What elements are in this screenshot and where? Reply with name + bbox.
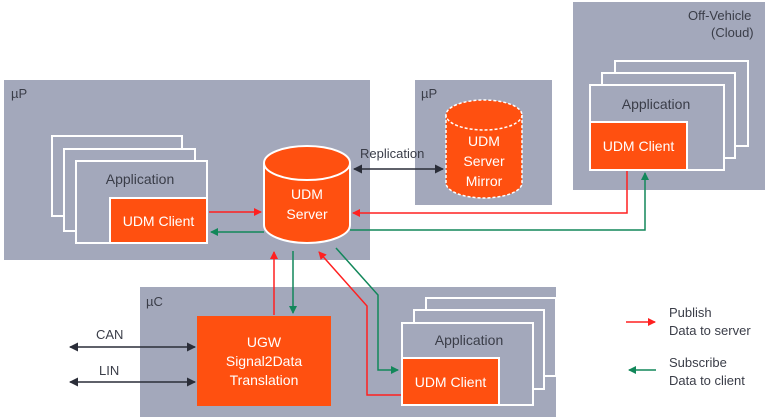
can-label: CAN	[96, 327, 124, 342]
udm-server-cylinder[interactable]	[263, 145, 351, 244]
ugw-signal2data-box[interactable]: UGW Signal2Data Translation	[197, 316, 331, 406]
udm-server-label: UDM Server	[264, 184, 350, 224]
ugw-line-1: UGW	[246, 333, 282, 350]
region-up-main-label: µP	[11, 86, 28, 101]
udm-mirror-top	[445, 99, 523, 131]
region-uc-label: µC	[146, 294, 163, 309]
udm-server-line-1: UDM	[291, 186, 323, 202]
ugw-line-3: Translation	[229, 371, 299, 388]
udm-mirror-label: UDM Server Mirror	[446, 131, 522, 191]
subscribe-arrow-cloud-client	[350, 172, 649, 231]
legend-subscribe-line-2: Data to client	[669, 373, 745, 388]
udm-mirror-body	[445, 115, 523, 199]
app-cloud-label: Application	[621, 96, 691, 112]
app-uc-label: Application	[434, 332, 504, 348]
legend-publish-line-2: Data to server	[669, 323, 751, 338]
legend-subscribe-line-1: Subscribe	[669, 355, 727, 370]
subscribe-arrow-uc-client	[335, 247, 399, 374]
region-up-mirror-label: µP	[421, 86, 438, 101]
legend-publish-line-1: Publish	[669, 305, 712, 320]
replication-label: Replication	[360, 146, 425, 161]
ugw-line-2: Signal2Data	[225, 352, 303, 369]
udm-mirror-cylinder[interactable]	[445, 99, 523, 199]
udm-server-line-2: Server	[286, 206, 328, 222]
app-left-label: Application	[105, 171, 175, 187]
publish-arrow-uc-client	[318, 251, 401, 396]
publish-arrow-cloud-client	[352, 171, 628, 217]
lin-label: LIN	[99, 363, 120, 378]
app-cloud-udm-client[interactable]: UDM Client	[589, 121, 688, 171]
app-uc-udm-client[interactable]: UDM Client	[401, 357, 500, 406]
udm-server-body	[263, 163, 351, 244]
udm-server-top	[263, 145, 351, 181]
udm-mirror-line-3: Mirror	[465, 173, 503, 189]
region-off-vehicle-label-2: (Cloud)	[711, 25, 754, 40]
region-off-vehicle-label-1: Off-Vehicle	[688, 8, 752, 23]
app-left-udm-client[interactable]: UDM Client	[109, 197, 208, 244]
udm-mirror-line-1: UDM	[468, 133, 500, 149]
udm-mirror-line-2: Server	[463, 153, 505, 169]
